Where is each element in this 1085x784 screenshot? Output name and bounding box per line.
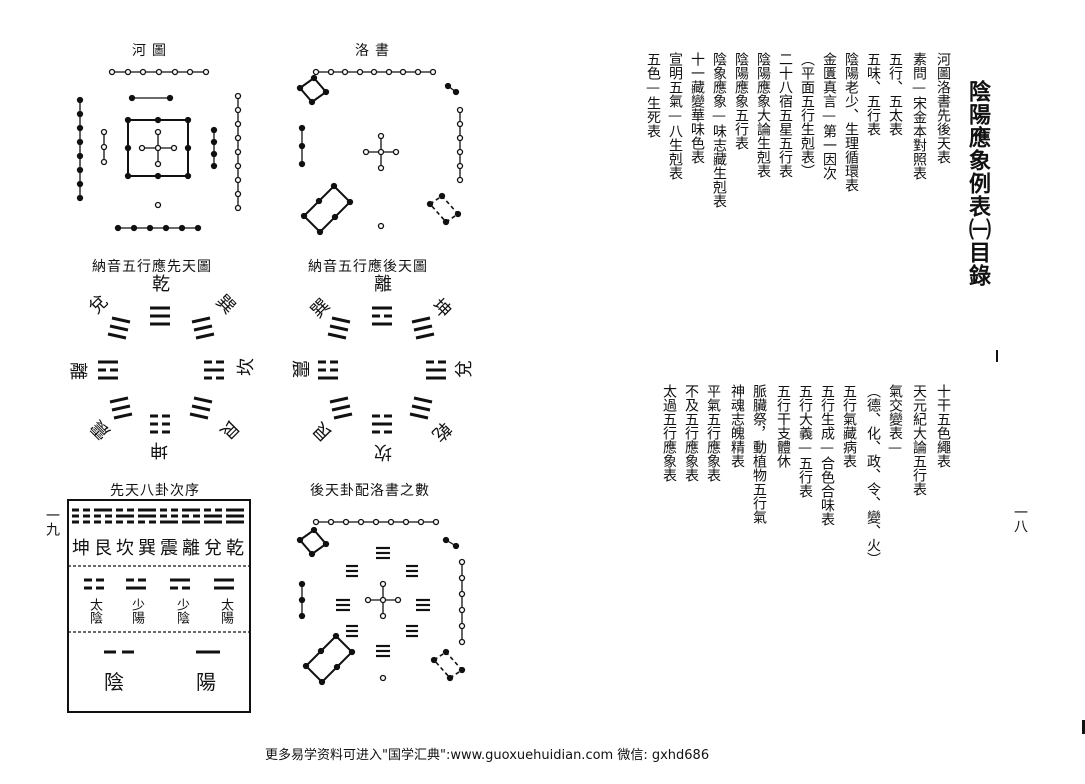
toc-item[interactable]: 五行、五太表 bbox=[887, 52, 903, 136]
toc-item[interactable]: 素問—宋金本對照表 bbox=[911, 52, 927, 180]
toc-title: 陰陽應象例表㈠目錄 bbox=[965, 80, 991, 287]
toc-item[interactable]: 宣明五氣—八生剋表 bbox=[667, 52, 683, 180]
toc-item[interactable]: 陰象應象—味志藏生剋表 bbox=[711, 52, 727, 208]
toc-item[interactable]: 十一藏變華味色表 bbox=[689, 52, 705, 164]
toc-item[interactable]: （平面五行生剋表） bbox=[799, 52, 815, 178]
seq-trigram: 乾 bbox=[226, 538, 244, 559]
toc-item[interactable]: 太過五行應象表 bbox=[661, 384, 677, 482]
toc-item[interactable]: 五行氣藏病表 bbox=[841, 384, 857, 468]
toc-item[interactable]: 金匱真言—第一因次 bbox=[821, 52, 837, 180]
seq-four-image: 少陰 bbox=[174, 598, 189, 624]
houtian-right-label: 兌 bbox=[454, 360, 475, 378]
hetu-diagram bbox=[76, 68, 242, 232]
hetu-title: 河圖 bbox=[132, 43, 172, 59]
toc-item[interactable]: 五行干支體休 bbox=[775, 384, 791, 468]
houtian-left-label: 震 bbox=[289, 360, 310, 378]
seq-trigram: 震 bbox=[160, 538, 178, 559]
seq-trigram: 艮 bbox=[94, 538, 112, 559]
xiantian-top-label: 乾 bbox=[152, 274, 170, 295]
xiantian-trigram-marks bbox=[98, 306, 224, 434]
xulie-title: 先天八卦次序 bbox=[110, 483, 200, 499]
seq-two-form: 陰 bbox=[104, 670, 124, 694]
title-mark bbox=[996, 350, 998, 362]
page-number-left: 一九 bbox=[44, 508, 60, 536]
seq-trigram: 兌 bbox=[204, 538, 222, 559]
toc-item[interactable]: 不及五行應象表 bbox=[683, 384, 699, 482]
footer-text: 更多易学资料可进入"国学汇典":www.guoxuehuidian.com 微信… bbox=[265, 748, 710, 763]
seq-four-image: 太陰 bbox=[87, 598, 102, 624]
seq-two-form: 陽 bbox=[196, 670, 216, 694]
houtian-trigram-marks bbox=[318, 306, 446, 434]
page-number-right: 一八 bbox=[1012, 505, 1028, 533]
houtian-top-label: 離 bbox=[374, 274, 392, 295]
seq-four-image: 少陽 bbox=[129, 598, 144, 624]
toc-item[interactable]: （德、化、政、令、變、火） bbox=[865, 384, 881, 566]
toc-item[interactable]: 平氣五行應象表 bbox=[705, 384, 721, 482]
toc-item[interactable]: 五行生成—合色合味表 bbox=[819, 384, 835, 526]
toc-lower-list: 十干五色繩表 天元紀大論五行表 氣交變表— （德、化、政、令、變、火） 五行氣藏… bbox=[645, 384, 955, 624]
houtian-luoshu-diagram bbox=[296, 518, 466, 686]
toc-item[interactable]: 十干五色繩表 bbox=[935, 384, 951, 468]
toc-item[interactable]: 二十八宿五星五行表 bbox=[777, 52, 793, 178]
houtian-bottom-label: 坎 bbox=[374, 441, 392, 462]
toc-item[interactable]: 五色—生死表 bbox=[645, 52, 661, 138]
seq-four-image: 太陽 bbox=[218, 598, 233, 624]
toc-upper-list: 河圖洛書先後天表 素問—宋金本對照表 五行、五太表 五味、五行表 陰陽老少、生理… bbox=[625, 52, 955, 352]
houtian-luoshu-title: 後天卦配洛書之數 bbox=[310, 483, 430, 499]
toc-item[interactable]: 五味、五行表 bbox=[865, 52, 881, 136]
luoshu-title: 洛書 bbox=[355, 43, 395, 59]
toc-item[interactable]: 天元紀大論五行表 bbox=[911, 384, 927, 496]
seq-trigram: 離 bbox=[182, 538, 200, 559]
toc-item[interactable]: 氣交變表— bbox=[887, 384, 903, 456]
toc-item[interactable]: 陰陽老少、生理循環表 bbox=[843, 52, 859, 192]
xiantian-right-label: 坎 bbox=[236, 358, 254, 379]
seq-trigram: 坎 bbox=[116, 538, 134, 559]
toc-item[interactable]: 神魂志魄精表 bbox=[729, 384, 745, 468]
toc-item[interactable]: 河圖洛書先後天表 bbox=[935, 52, 951, 164]
toc-item[interactable]: 脈臟祭，動植物五行氣 bbox=[751, 384, 767, 524]
houtian-title: 納音五行應後天圖 bbox=[308, 259, 428, 275]
right-edge-mark bbox=[1082, 720, 1085, 734]
toc-item[interactable]: 五行大義—五行表 bbox=[797, 384, 813, 498]
toc-item[interactable]: 陰陽應象大論生剋表 bbox=[755, 52, 771, 178]
sequence-diagram bbox=[67, 499, 251, 713]
seq-trigram: 巽 bbox=[138, 538, 156, 559]
xiantian-title: 納音五行應先天圖 bbox=[92, 259, 212, 275]
luoshu-diagram bbox=[296, 68, 464, 236]
seq-trigram: 坤 bbox=[72, 538, 90, 559]
sequence-trigram-labels: 坤 艮 坎 巽 震 離 兌 乾 bbox=[72, 540, 248, 560]
xiantian-bottom-label: 坤 bbox=[150, 442, 171, 460]
xiantian-left-label: 離 bbox=[70, 359, 88, 380]
toc-item[interactable]: 陰陽應象五行表 bbox=[733, 52, 749, 150]
